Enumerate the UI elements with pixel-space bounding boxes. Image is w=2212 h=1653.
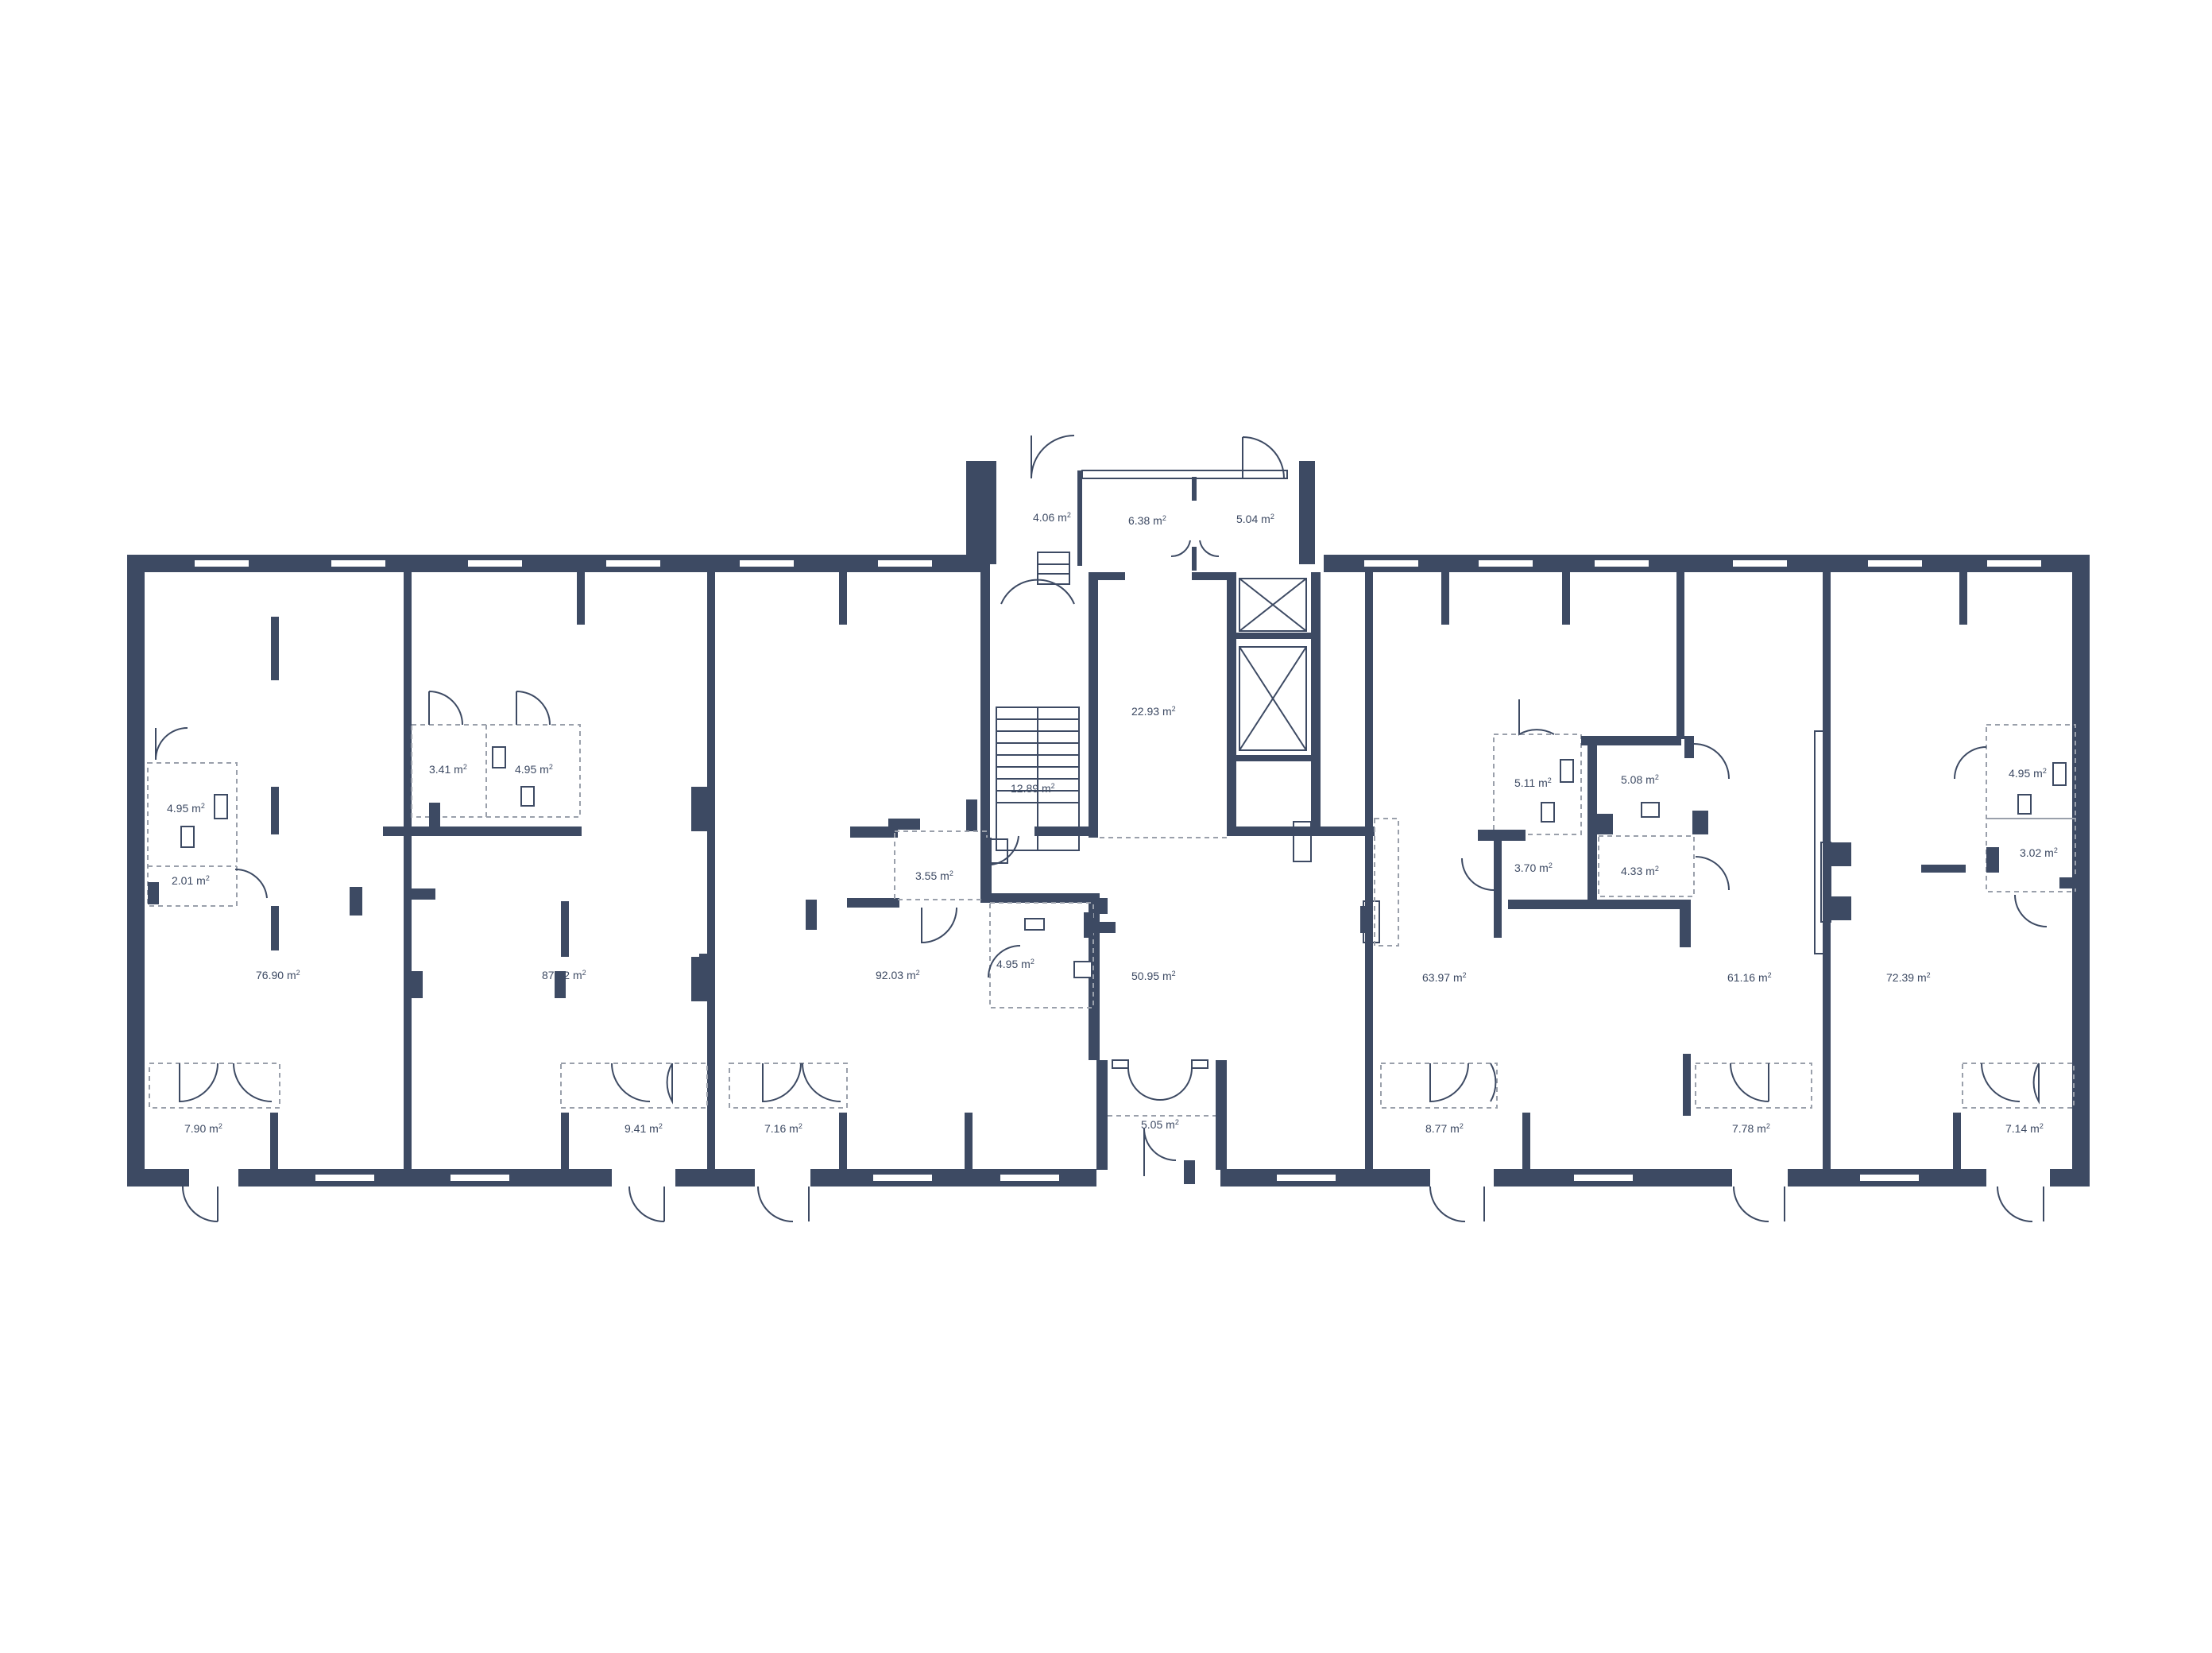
room-area-label: 3.55 m2 [915,869,953,882]
bathrooms-right [1293,699,2079,954]
room-area-label: 3.02 m2 [2020,846,2058,859]
room-area-label: 4.95 m2 [515,763,553,776]
room-area-label: 5.11 m2 [1514,776,1552,789]
room-area-label: 8.77 m2 [1425,1122,1464,1135]
room-area-label: 3.41 m2 [429,763,467,776]
room-area-label: 9.41 m2 [625,1122,663,1135]
room-area-label: 87.02 m2 [542,969,586,981]
outer-walls [127,461,2090,1187]
room-area-label: 7.90 m2 [184,1122,222,1135]
north-vestibule [1031,435,1288,571]
room-area-label: 92.03 m2 [876,969,920,981]
room-labels: 4.06 m2 6.38 m2 5.04 m2 22.93 m2 12.89 m… [167,511,2058,1135]
bathrooms-left [147,691,715,1001]
room-area-label: 7.14 m2 [2005,1122,2044,1135]
stairs [996,552,1080,851]
room-area-label: 4.95 m2 [996,958,1034,970]
room-area-label: 6.38 m2 [1128,514,1166,527]
core-walls [980,564,1375,1170]
room-area-label: 3.70 m2 [1514,861,1553,874]
room-area-label: 50.95 m2 [1131,970,1176,982]
room-area-label: 4.33 m2 [1621,865,1659,877]
room-area-label: 5.08 m2 [1621,773,1659,786]
room-area-label: 4.95 m2 [167,802,205,815]
room-area-label: 63.97 m2 [1422,971,1467,984]
room-area-label: 76.90 m2 [256,969,300,981]
partition-walls [270,572,1967,1170]
room-area-label: 5.05 m2 [1141,1118,1179,1131]
windows [193,559,2043,1183]
south-vestibules [149,818,2075,1222]
room-area-label: 5.04 m2 [1236,513,1274,525]
room-area-label: 4.95 m2 [2009,767,2047,780]
bathrooms-center [806,799,1116,1008]
room-area-label: 22.93 m2 [1131,705,1176,718]
room-area-label: 2.01 m2 [172,874,210,887]
room-area-label: 7.16 m2 [764,1122,802,1135]
room-area-label: 12.89 m2 [1011,782,1055,795]
room-area-label: 72.39 m2 [1886,971,1931,984]
room-area-label: 7.78 m2 [1732,1122,1770,1135]
room-area-label: 4.06 m2 [1033,511,1071,524]
room-area-label: 61.16 m2 [1727,971,1772,984]
